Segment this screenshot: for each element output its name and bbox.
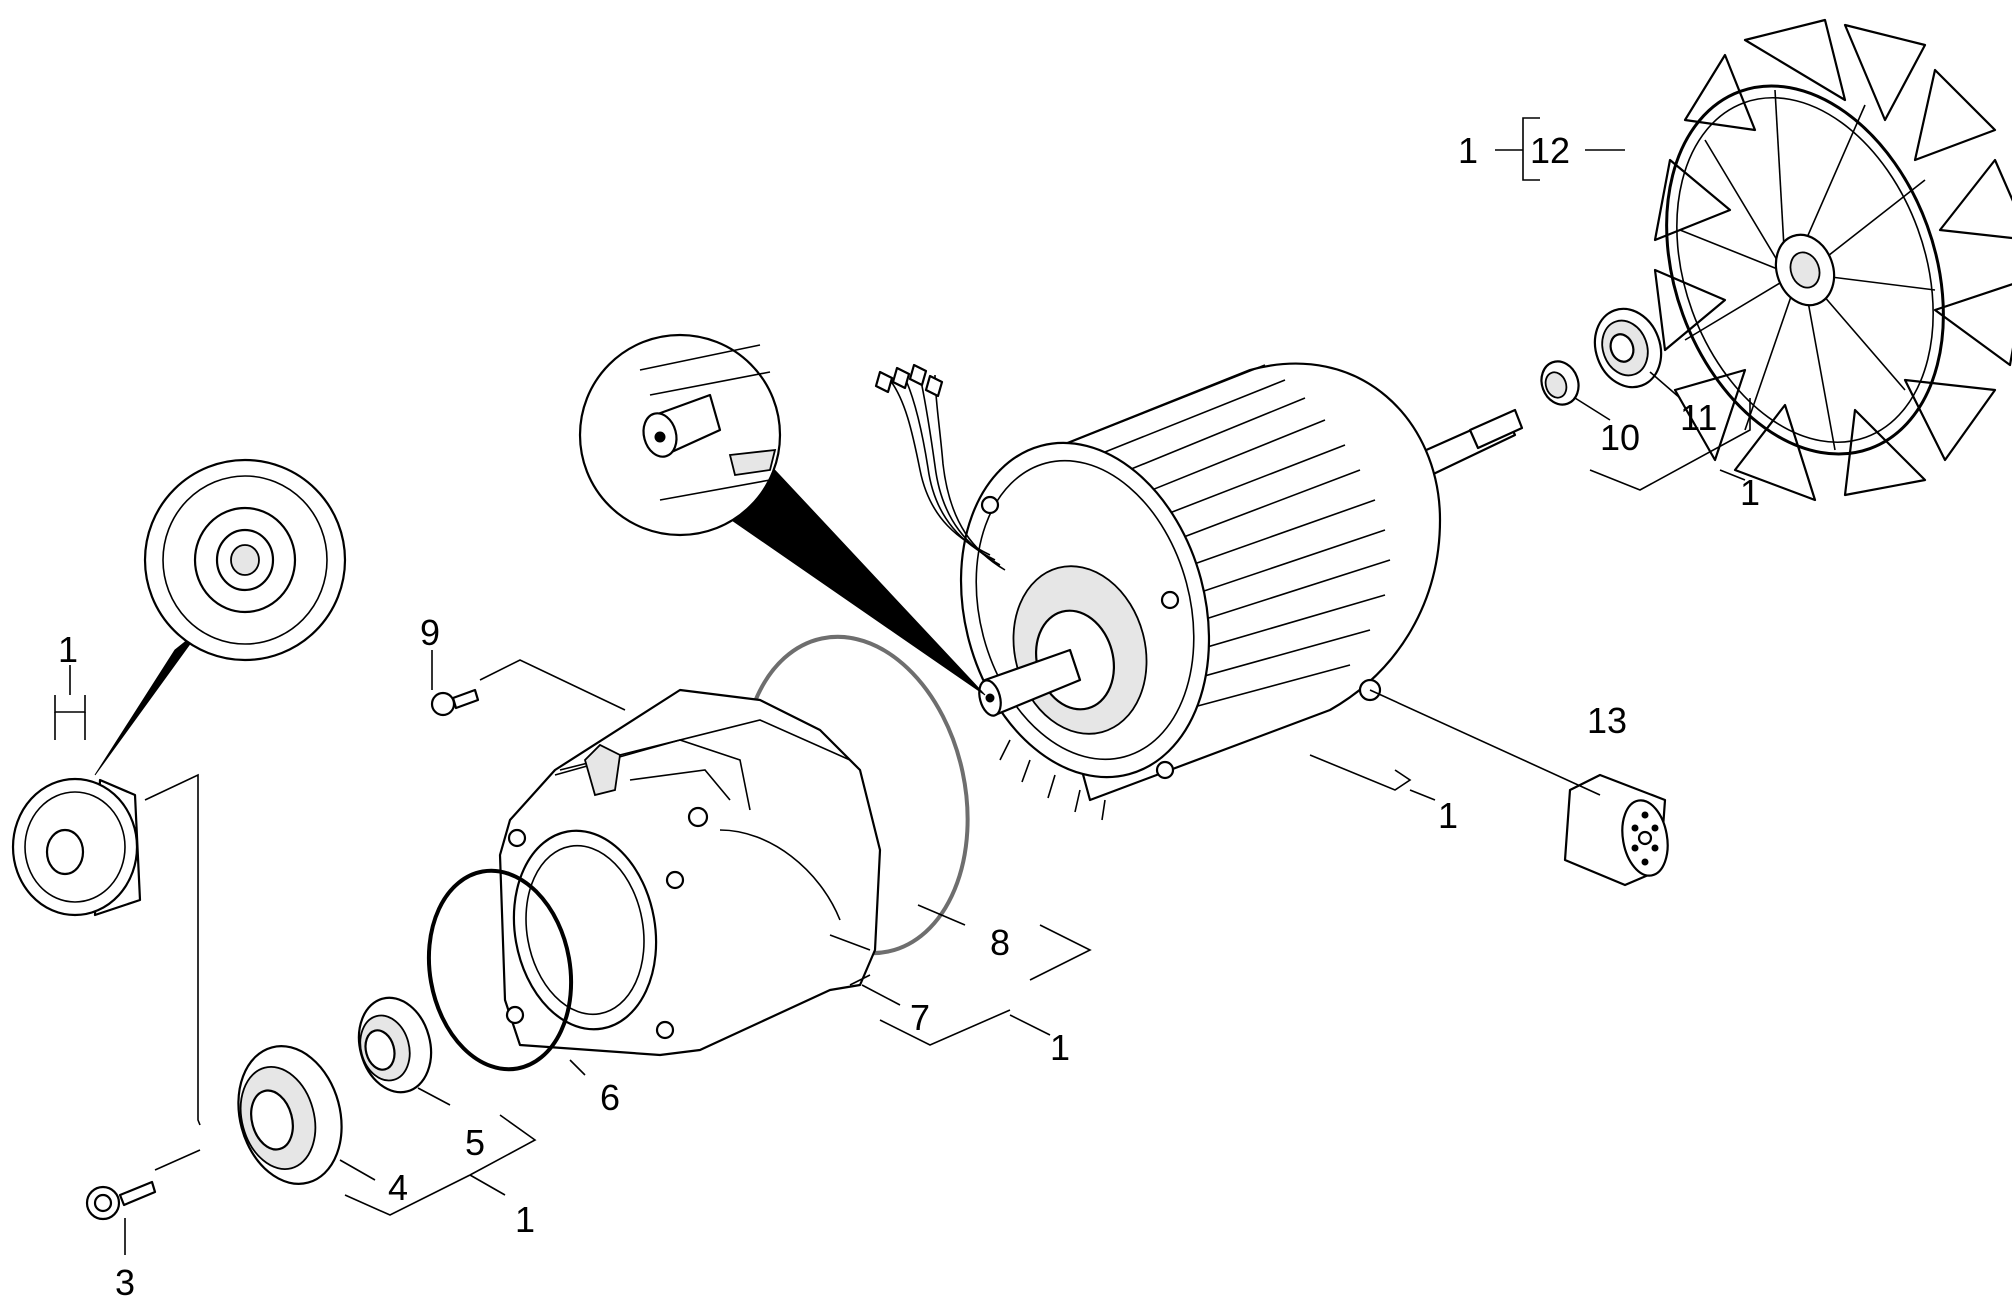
shaft-detail-callout (578, 333, 986, 696)
leader-lines (54, 117, 1751, 1255)
callout-1-left: 1 (58, 629, 78, 670)
callout-1-motor: 1 (1438, 795, 1458, 836)
callout-6: 6 (600, 1077, 620, 1118)
callout-13: 13 (1587, 700, 1627, 741)
small-o-ring (426, 868, 574, 1072)
callout-1-bottom: 1 (515, 1199, 535, 1240)
callout-9: 9 (420, 612, 440, 653)
callout-10: 10 (1600, 417, 1640, 458)
callout-3: 3 (115, 1262, 135, 1303)
callout-5: 5 (465, 1122, 485, 1163)
lead-wires (874, 363, 1006, 571)
fan-wheel (1653, 18, 2012, 502)
fan-ring (1665, 84, 1945, 456)
front-ball-bearing (237, 1045, 343, 1185)
housing-screw (430, 688, 480, 717)
fan-blades (1653, 18, 2012, 502)
rear-ball-bearing (1593, 307, 1663, 389)
callout-8: 8 (990, 922, 1010, 963)
callout-7: 7 (910, 997, 930, 1038)
callout-4: 4 (388, 1167, 408, 1208)
shaft-seal (357, 996, 433, 1094)
electric-motor (959, 362, 1524, 821)
callout-11: 11 (1680, 397, 1717, 438)
terminal-cap (1563, 773, 1669, 887)
motor-housing (498, 688, 882, 1057)
end-shield-detail (94, 458, 347, 776)
end-shield (11, 777, 142, 917)
washer-screw (85, 1180, 157, 1221)
shaft-nut (1540, 360, 1580, 406)
callout-1-housing: 1 (1050, 1027, 1070, 1068)
callout-1-shaft: 1 (1740, 472, 1760, 513)
callout-labels: 1 12 11 10 1 9 13 1 1 8 7 1 6 5 4 1 3 (58, 130, 1760, 1303)
callout-12: 12 (1530, 130, 1570, 171)
callout-1-fan: 1 (1458, 130, 1478, 171)
